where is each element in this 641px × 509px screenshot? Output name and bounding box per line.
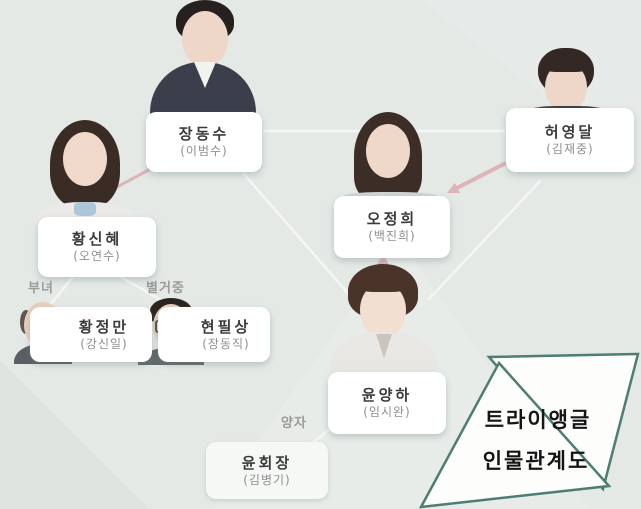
hwang-shin-hye-photo	[24, 118, 152, 226]
actor-name: (임시완)	[363, 405, 411, 420]
card-hyun-pil-sang: 현필상 (장동직)	[158, 307, 270, 362]
logo-title-line1: 트라이앵글	[484, 408, 592, 432]
oh-jung-hee-photo	[328, 112, 450, 204]
label-adopted-son: 양자	[281, 416, 307, 431]
character-name: 허영달	[544, 123, 596, 142]
jang-dong-soo-photo	[142, 0, 264, 125]
character-name: 윤회장	[241, 453, 293, 472]
logo-title-line2: 인물관계도	[482, 449, 590, 473]
card-heo-young-dal: 허영달 (김재중)	[506, 108, 634, 172]
card-hwang-shin-hye: 황신혜 (오연수)	[38, 217, 156, 277]
actor-name: (김재중)	[546, 142, 594, 157]
character-name: 오정희	[366, 210, 418, 229]
character-name: 윤양하	[361, 386, 413, 405]
label-father-daughter: 부녀	[28, 281, 54, 296]
actor-name: (백진희)	[368, 229, 416, 244]
character-name: 장동수	[178, 125, 230, 144]
card-yoon-yang-ha: 윤양하 (임시완)	[328, 372, 446, 434]
hair-fringe	[542, 54, 590, 72]
line-heoyoungdal-yoonyangha	[427, 179, 542, 301]
character-name: 황신혜	[71, 230, 123, 249]
blouse-pattern	[74, 202, 96, 216]
character-name: 현필상	[200, 317, 252, 336]
actor-name: (장동직)	[202, 336, 250, 351]
line-jangdongsoo-yoonyangha	[242, 172, 353, 299]
yoon-yang-ha-photo	[320, 264, 448, 376]
line-hwangshinhye-hwangjungman	[49, 271, 78, 306]
arrow-heoyoungdal-ohjunghee	[456, 161, 507, 190]
hair-fringe	[354, 272, 412, 292]
arrowhead-heoyoungdal-ohjunghee	[447, 183, 460, 193]
actor-name: (오연수)	[73, 249, 121, 264]
card-yoon-hwe-jang: 윤회장 (김병기)	[206, 442, 328, 499]
card-hwang-jung-man: 황정만 (강신일)	[30, 307, 152, 362]
character-name: 황정만	[78, 317, 130, 336]
label-separated: 별거중	[146, 281, 185, 296]
card-jang-dong-soo: 장동수 (이범수)	[146, 112, 262, 172]
actor-name: (이범수)	[180, 144, 228, 159]
card-oh-jung-hee: 오정희 (백진희)	[334, 196, 450, 258]
actor-name: (강신일)	[80, 336, 128, 351]
actor-name: (김병기)	[243, 472, 291, 487]
arrowhead-yoonyangha-ohjunghee	[377, 253, 389, 265]
